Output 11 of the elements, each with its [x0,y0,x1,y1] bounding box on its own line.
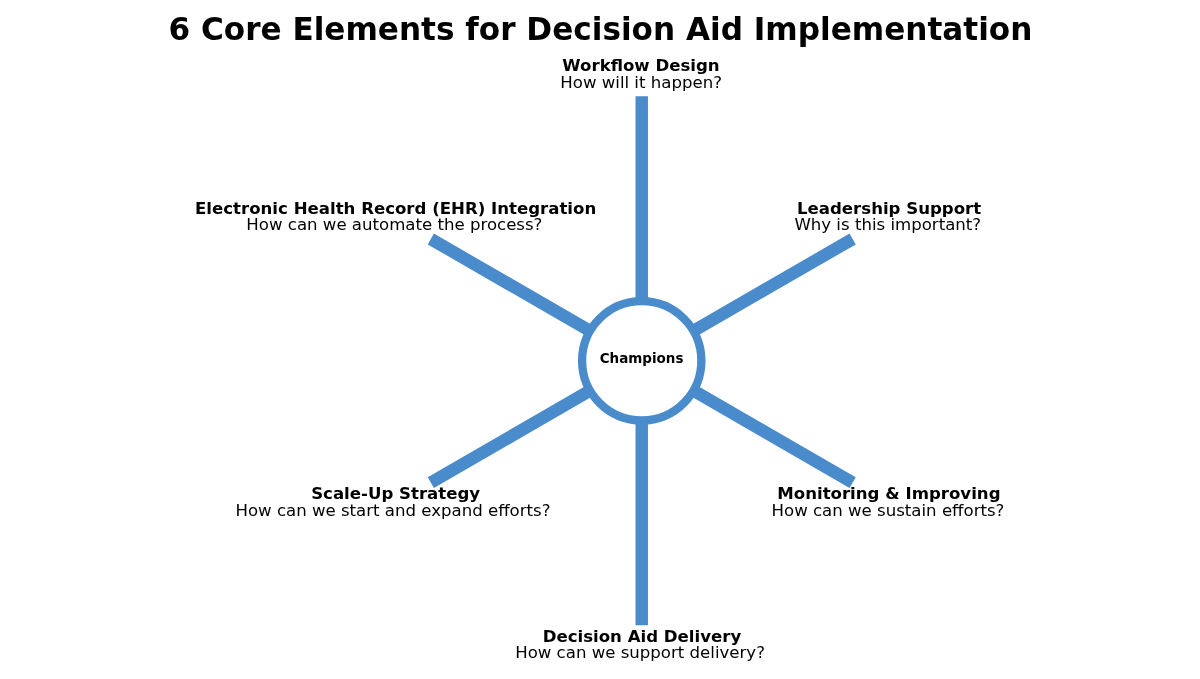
node-text: Scale-Up Strategy How can we start and expand efforts? [234,484,551,520]
node-text: Leadership Support Why is this important? [793,198,981,235]
node-text: Decision Aid Delivery How can we support delivery? [514,626,765,663]
connector [427,233,593,337]
node-circle: Champions [577,296,706,425]
node-text: Electronic Health Record (EHR) Integration How can we automate the process? [194,198,596,235]
diagram-title: 6 Core Elements for Decision Aid Implementation [167,11,1032,48]
connector [635,96,648,301]
node-text: Workflow Design How will it happen? [559,56,722,92]
connector [427,385,593,488]
node-text: Monitoring & Improving How can we sustain efforts? [771,484,1004,520]
